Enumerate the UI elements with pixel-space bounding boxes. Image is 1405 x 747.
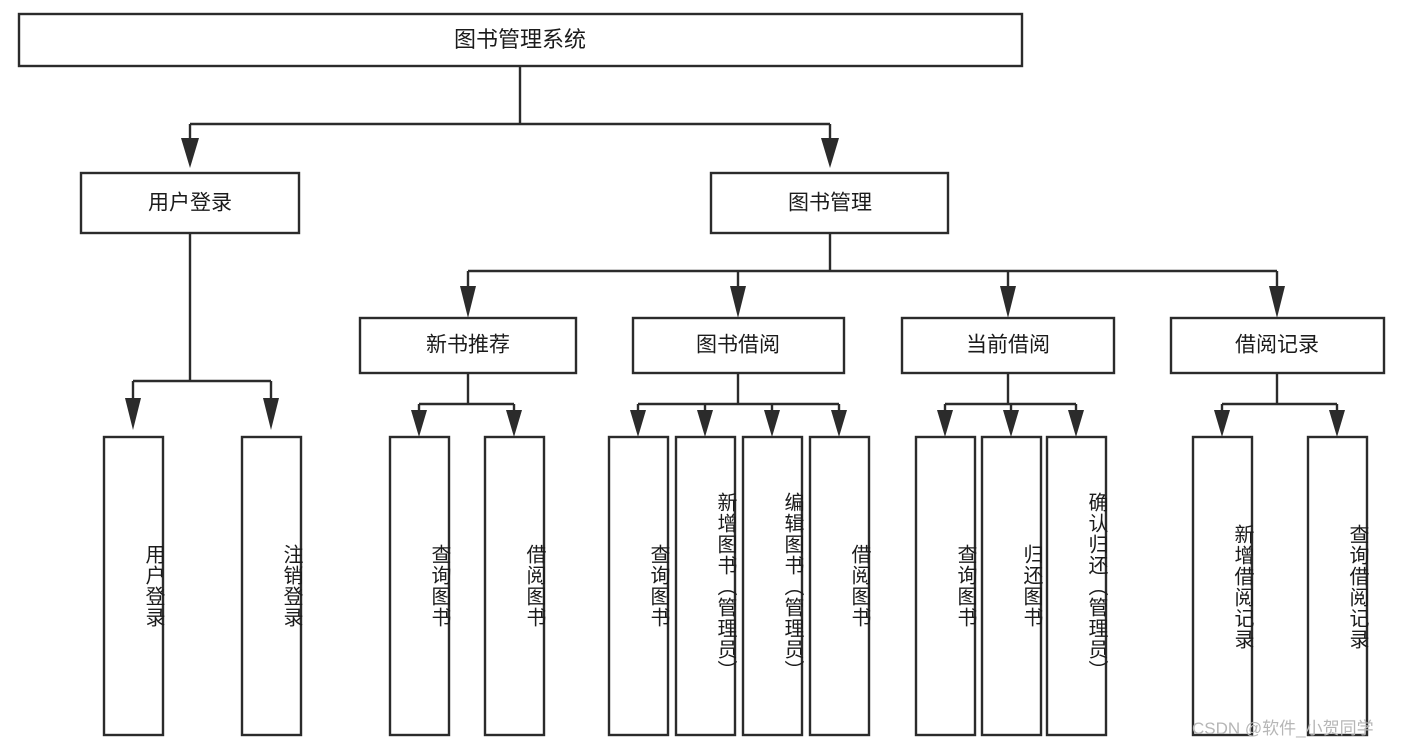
arrow-head-current-borrow xyxy=(1000,286,1016,318)
leaf-label-query-record: 查询借阅记录 xyxy=(1346,524,1368,650)
node-borrow-record-box[interactable] xyxy=(1169,316,1386,375)
leaf-box-query-record[interactable] xyxy=(1306,435,1369,737)
leaf-box-query-book-3[interactable] xyxy=(914,435,977,737)
node-root[interactable]: 图书管理系统 xyxy=(17,12,1024,68)
connector-currentborrow-to-leaves xyxy=(937,373,1084,437)
node-new-book-recommend-box[interactable] xyxy=(358,316,578,375)
leaf-box-return-book[interactable] xyxy=(980,435,1043,737)
node-book-manage-label: 图书管理 xyxy=(788,192,872,215)
leaf-box-add-record[interactable] xyxy=(1191,435,1254,737)
leaf-label-borrow-book-2: 借阅图书 xyxy=(848,544,870,628)
node-new-book-recommend[interactable]: 新书推荐 xyxy=(358,316,578,375)
leaf-box-query-book-2[interactable] xyxy=(607,435,670,737)
arrow-head-new-book-recommend xyxy=(460,286,476,318)
leaf-box-user-logout[interactable] xyxy=(240,435,303,737)
leaf-label-user-logout: 注销登录 xyxy=(280,544,302,628)
arrow-head-leaf-query-book-2 xyxy=(630,410,646,437)
arrow-head-leaf-query-record xyxy=(1329,410,1345,437)
arrow-head-book-manage xyxy=(821,138,839,168)
node-book-borrow-box[interactable] xyxy=(631,316,846,375)
leaf-label-add-book: 新增图书（管理员） xyxy=(714,491,736,681)
leaf-label-return-book: 归还图书 xyxy=(1020,544,1042,628)
connector-root-to-level2 xyxy=(181,66,839,168)
leaf-label-query-book-1: 查询图书 xyxy=(428,544,450,628)
node-book-borrow-label: 图书借阅 xyxy=(696,334,780,357)
node-root-label: 图书管理系统 xyxy=(454,27,586,52)
node-user-login-box[interactable] xyxy=(79,171,301,235)
arrow-head-leaf-borrow-book-1 xyxy=(506,410,522,437)
leaf-boxes xyxy=(102,435,1369,737)
connector-userlogin-to-leaves xyxy=(125,233,279,430)
csdn-watermark: CSDN @软件_小贺同学 xyxy=(1192,719,1374,738)
arrow-head-leaf-user-login xyxy=(125,398,141,430)
node-user-login[interactable]: 用户登录 xyxy=(79,171,301,235)
arrow-head-user-login xyxy=(181,138,199,168)
arrow-head-leaf-edit-book xyxy=(764,410,780,437)
connector-bookborrow-to-leaves xyxy=(630,373,847,437)
arrow-head-leaf-add-record xyxy=(1214,410,1230,437)
arrow-head-leaf-return-book xyxy=(1003,410,1019,437)
node-current-borrow-box[interactable] xyxy=(900,316,1116,375)
leaf-label-user-login: 用户登录 xyxy=(142,544,164,628)
leaf-box-query-book-1[interactable] xyxy=(388,435,451,737)
leaf-label-borrow-book-1: 借阅图书 xyxy=(523,544,545,628)
connector-bookmanage-to-level3 xyxy=(460,233,1285,318)
leaf-label-query-book-3: 查询图书 xyxy=(954,544,976,628)
connector-borrowrecord-to-leaves xyxy=(1214,373,1345,437)
connector-newbook-to-leaves xyxy=(411,373,522,437)
leaf-box-confirm-return[interactable] xyxy=(1045,435,1108,737)
arrow-head-leaf-confirm-return xyxy=(1068,410,1084,437)
node-borrow-record-label: 借阅记录 xyxy=(1235,334,1319,357)
leaf-box-edit-book[interactable] xyxy=(741,435,804,737)
leaf-label-query-book-2: 查询图书 xyxy=(647,544,669,628)
node-book-manage[interactable]: 图书管理 xyxy=(709,171,950,235)
leaf-label-confirm-return: 确认归还（管理员） xyxy=(1085,491,1107,681)
node-new-book-recommend-label: 新书推荐 xyxy=(426,334,510,357)
node-root-box[interactable] xyxy=(17,12,1024,68)
arrow-head-leaf-add-book xyxy=(697,410,713,437)
node-current-borrow-label: 当前借阅 xyxy=(966,334,1050,357)
leaf-box-user-login[interactable] xyxy=(102,435,165,737)
leaf-box-add-book[interactable] xyxy=(674,435,737,737)
node-current-borrow[interactable]: 当前借阅 xyxy=(900,316,1116,375)
leaf-label-add-record: 新增借阅记录 xyxy=(1231,524,1253,650)
node-book-borrow[interactable]: 图书借阅 xyxy=(631,316,846,375)
arrow-head-leaf-user-logout xyxy=(263,398,279,430)
arrow-head-leaf-borrow-book-2 xyxy=(831,410,847,437)
node-book-manage-box[interactable] xyxy=(709,171,950,235)
node-user-login-label: 用户登录 xyxy=(148,192,232,215)
arrow-head-leaf-query-book-3 xyxy=(937,410,953,437)
leaf-box-borrow-book-1[interactable] xyxy=(483,435,546,737)
leaf-box-borrow-book-2[interactable] xyxy=(808,435,871,737)
arrow-head-leaf-query-book-1 xyxy=(411,410,427,437)
arrow-head-book-borrow xyxy=(730,286,746,318)
leaf-label-edit-book: 编辑图书（管理员） xyxy=(781,491,803,681)
node-borrow-record[interactable]: 借阅记录 xyxy=(1169,316,1386,375)
arrow-head-borrow-record xyxy=(1269,286,1285,318)
